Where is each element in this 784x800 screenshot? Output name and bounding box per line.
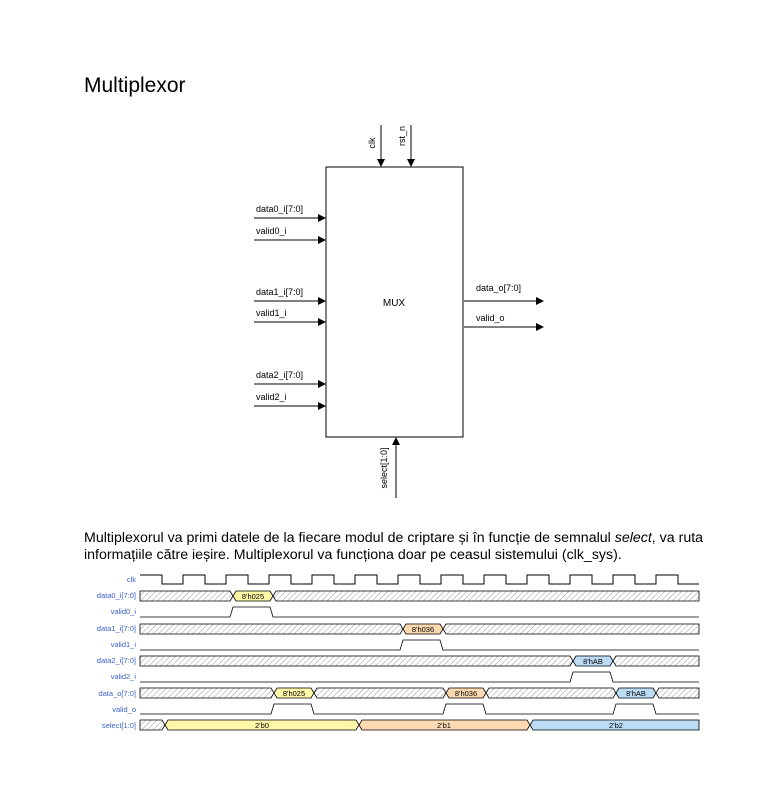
select-bus-value-label-2: 2'b1 — [437, 721, 451, 730]
data-o-bus-undefined-4 — [655, 687, 700, 699]
data0-input-label: data0_i[7:0] — [256, 204, 303, 214]
valid-o-output-label: valid_o — [476, 313, 505, 323]
valid-o-waveform — [140, 703, 699, 715]
description-paragraph: Multiplexorul va primi datele de la fiec… — [84, 530, 704, 564]
data-o-bus-value-label-1: 8'h025 — [283, 689, 305, 698]
data-o-output-label: data_o[7:0] — [476, 283, 521, 293]
select-bus-value-label-3: 2'b2 — [609, 721, 623, 730]
data0-bus-undefined-2 — [272, 590, 700, 602]
page-title: Multiplexor — [84, 74, 186, 97]
select-bus-value-3 — [529, 719, 700, 731]
data-o-bus-undefined-2 — [313, 687, 447, 699]
valid1-input-label: valid1_i — [256, 308, 287, 318]
data2-bus-undefined-2 — [612, 655, 700, 667]
description-text-2: , va ruta informațiile către ieșire. Mul… — [84, 530, 704, 563]
valid0-waveform — [140, 606, 699, 618]
data1-bus-undefined-1 — [139, 623, 404, 635]
rst-n-input-label: rst_n — [397, 126, 407, 146]
data1-bus-undefined-2 — [442, 623, 700, 635]
data-o-bus-value-label-2: 8'h036 — [455, 689, 477, 698]
signal-label-clk: clk — [127, 575, 136, 584]
valid2-input-label: valid2_i — [256, 392, 287, 402]
signal-label-data-o: data_o[7:0] — [98, 689, 136, 698]
signal-label-valid1: valid1_i — [111, 640, 137, 649]
signal-label-data1: data1_i[7:0] — [97, 624, 136, 633]
data1-input-label: data1_i[7:0] — [256, 287, 303, 297]
description-emphasis: select — [614, 530, 652, 546]
data0-bus-value-label: 8'h025 — [242, 592, 264, 601]
signal-label-valid2: valid2_i — [111, 672, 137, 681]
signal-label-data0: data0_i[7:0] — [97, 591, 136, 600]
clk-waveform — [140, 574, 699, 585]
data2-bus-value-label: 8'hAB — [583, 657, 603, 666]
signal-label-data2: data2_i[7:0] — [97, 656, 136, 665]
signal-label-valid0: valid0_i — [111, 607, 137, 616]
data-o-bus-undefined-3 — [485, 687, 617, 699]
select-bus-value-label-1: 2'b0 — [255, 721, 269, 730]
valid2-waveform — [140, 671, 699, 683]
valid0-input-label: valid0_i — [256, 226, 287, 236]
description-text-1: Multiplexorul va primi datele de la fiec… — [84, 530, 615, 546]
valid1-waveform — [140, 639, 699, 651]
signal-label-select: select[1:0] — [102, 721, 136, 730]
data2-input-label: data2_i[7:0] — [256, 370, 303, 380]
signal-label-valid-o: valid_o — [112, 705, 136, 714]
mux-block-label: MUX — [383, 298, 406, 309]
data0-bus-undefined-1 — [139, 590, 234, 602]
clk-input-label: clk — [367, 137, 377, 148]
select-input-label: select[1:0] — [379, 447, 389, 488]
data2-bus-undefined-1 — [139, 655, 574, 667]
data1-bus-value-label: 8'h036 — [412, 625, 434, 634]
data-o-bus-undefined-1 — [139, 687, 275, 699]
select-bus-undefined — [139, 719, 166, 731]
data-o-bus-value-label-3: 8'hAB — [626, 689, 646, 698]
